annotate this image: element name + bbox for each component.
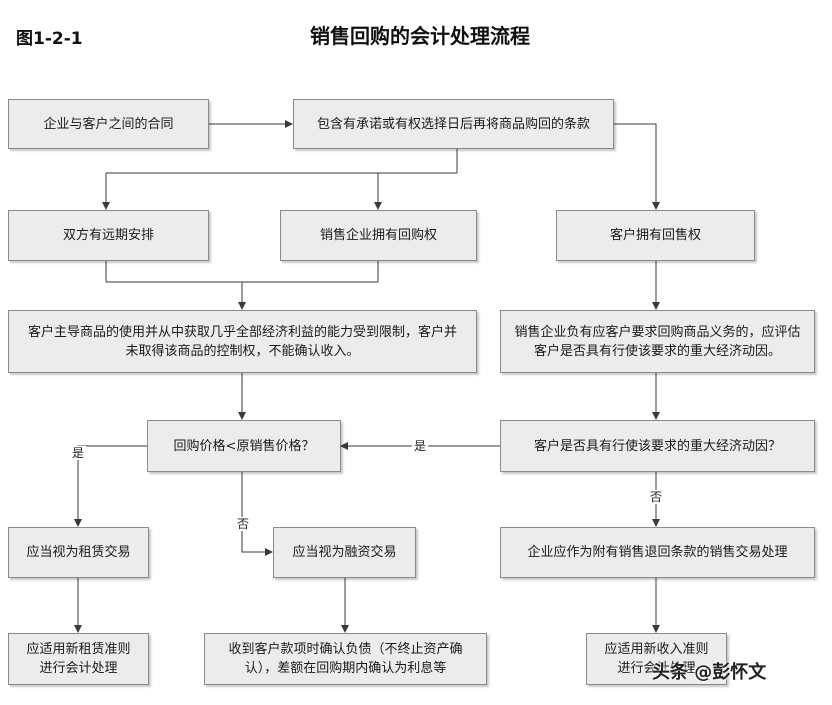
- label-yes-price: 是: [70, 446, 87, 460]
- node-obligation: 销售企业负有应客户要求回购商品义务的，应评估客户是否具有行使该要求的重大经济动因…: [500, 310, 815, 373]
- node-call-option: 销售企业拥有回购权: [280, 210, 477, 261]
- label-no-incentive: 否: [648, 490, 665, 504]
- edge-price-yes: [74, 445, 147, 527]
- node-contract: 企业与客户之间的合同: [8, 99, 209, 149]
- node-liability: 收到客户款项时确认负债（不终止资产确认），差额在回购期内确认为利息等: [204, 633, 487, 685]
- node-financing: 应当视为融资交易: [273, 527, 416, 578]
- node-lease: 应当视为租赁交易: [8, 527, 149, 578]
- node-forward: 双方有远期安排: [8, 210, 209, 261]
- edge-price-no: [241, 472, 273, 556]
- node-sale-return: 企业应作为附有销售退回条款的销售交易处理: [500, 527, 815, 578]
- node-restricted: 客户主导商品的使用并从中获取几乎全部经济利益的能力受到限制，客户并未取得该商品的…: [8, 310, 477, 373]
- node-put-option: 客户拥有回售权: [556, 210, 755, 261]
- label-no-price: 否: [235, 517, 252, 531]
- node-lease-standard: 应适用新租赁准则进行会计处理: [8, 633, 149, 685]
- figure-number: 图1-2-1: [16, 29, 83, 49]
- watermark: 头条 @彭怀文: [652, 662, 767, 683]
- label-yes-incentive: 是: [412, 439, 429, 453]
- node-price-check: 回购价格<原销售价格？: [147, 420, 341, 472]
- edge-to-put: [614, 123, 660, 210]
- figure-title: 销售回购的会计处理流程: [310, 24, 530, 48]
- node-incentive-check: 客户是否具有行使该要求的重大经济动因？: [500, 420, 815, 472]
- node-revenue-standard: 应适用新收入准则进行会计处理: [586, 633, 727, 685]
- node-clause: 包含有承诺或有权选择日后再将商品购回的条款: [293, 99, 614, 149]
